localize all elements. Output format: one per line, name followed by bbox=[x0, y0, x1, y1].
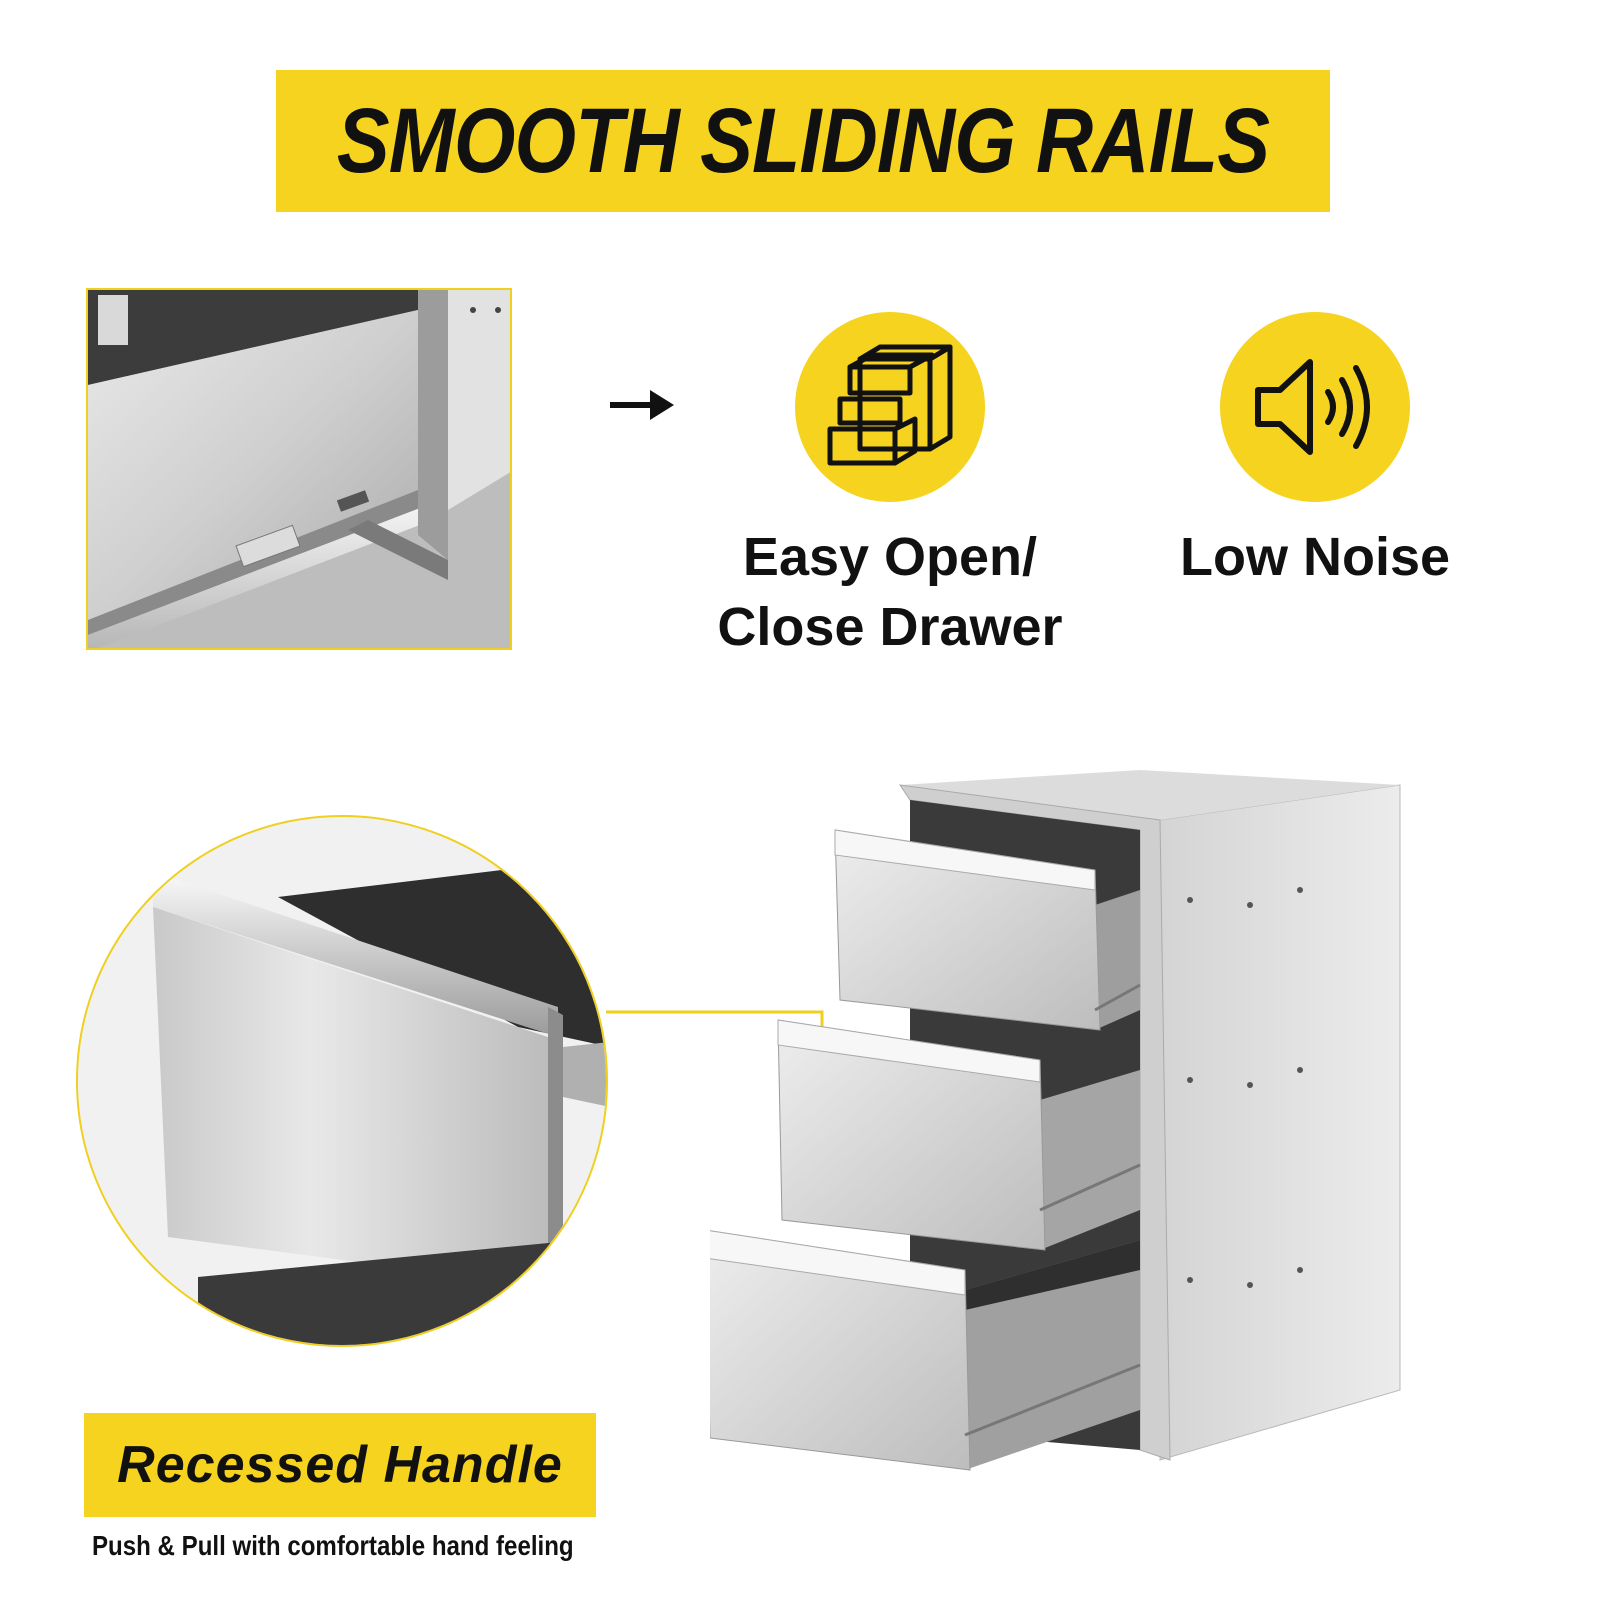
arrow-right-icon bbox=[610, 390, 674, 420]
handle-zoom-circle bbox=[76, 815, 608, 1347]
feature-icon-circle bbox=[795, 312, 985, 502]
feature-icon-circle bbox=[1220, 312, 1410, 502]
banner-title: SMOOTH SLIDING RAILS bbox=[336, 89, 1270, 192]
feature-low-noise: Low Noise bbox=[1160, 312, 1470, 592]
title-banner: SMOOTH SLIDING RAILS bbox=[276, 70, 1330, 212]
speaker-icon bbox=[1255, 359, 1370, 455]
feature-easy-open: Easy Open/ Close Drawer bbox=[700, 312, 1080, 662]
rail-closeup-photo bbox=[86, 288, 512, 650]
drawer-cabinet-icon bbox=[827, 344, 953, 466]
feature-label: Low Noise bbox=[1179, 527, 1451, 587]
feature-label: Easy Open/ Close Drawer bbox=[717, 527, 1063, 657]
three-drawer-unit-illustration bbox=[710, 770, 1401, 1471]
recessed-handle-badge: Recessed Handle bbox=[84, 1413, 596, 1517]
handle-closeup-illustration bbox=[78, 817, 606, 1345]
handle-title: Recessed Handle bbox=[117, 1436, 563, 1494]
handle-subtitle: Push & Pull with comfortable hand feelin… bbox=[92, 1530, 574, 1561]
rail-closeup-illustration bbox=[88, 290, 510, 648]
